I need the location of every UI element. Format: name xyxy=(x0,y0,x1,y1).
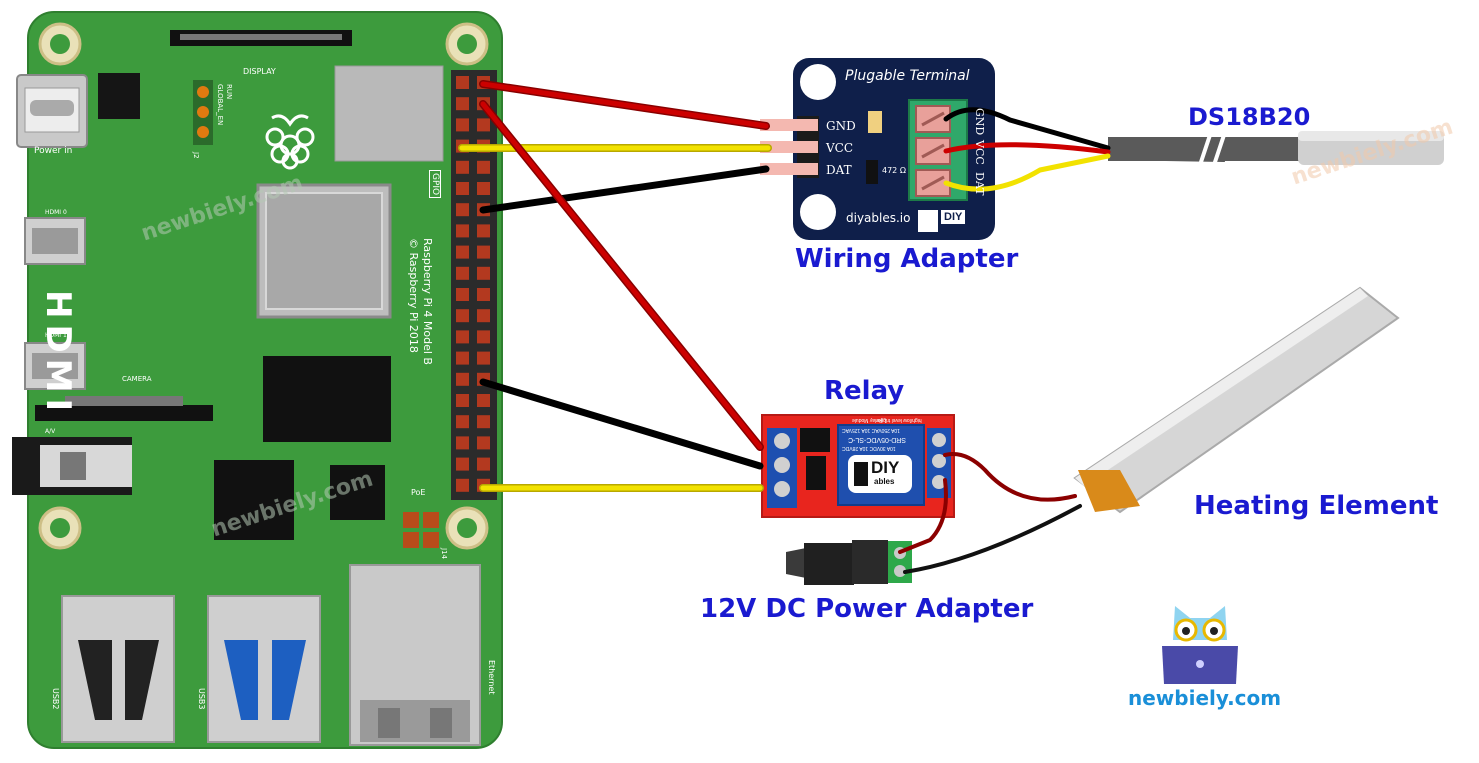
hdmi1-label: HDMI 1 xyxy=(45,332,67,339)
j2-label: J2 xyxy=(192,152,200,159)
terminal-pin-gnd-side: GND xyxy=(973,108,986,136)
wire-relay-power-red xyxy=(898,478,948,554)
relay-label: Relay xyxy=(824,376,905,406)
probe-wire-yellow xyxy=(943,153,1111,192)
gpio-pin xyxy=(477,118,490,132)
gpio-pin xyxy=(456,118,469,132)
terminal-brand: diyables.io xyxy=(846,211,911,225)
terminal-pin-dat-side: DAT xyxy=(973,172,986,196)
gpio-pin xyxy=(456,266,469,280)
ds18b20-label: DS18B20 xyxy=(1188,103,1311,131)
wire-relay-gnd-black xyxy=(479,378,764,470)
gpio-pin xyxy=(477,160,490,174)
hdmi-label: HDMI xyxy=(38,290,78,418)
dc-power-adapter xyxy=(786,540,912,585)
power-in-label: Power in xyxy=(34,146,73,156)
gpio-pin xyxy=(477,457,490,471)
relay-trigger-text: high/low level trigger xyxy=(876,417,922,423)
gpio-pin xyxy=(477,224,490,238)
relay-model: SRD-05VDC-SL-C xyxy=(848,436,906,443)
terminal-pin-gnd: GND xyxy=(826,119,856,133)
gpio-pin xyxy=(456,76,469,89)
gpio-pin xyxy=(456,160,469,174)
wiring-adapter-label: Wiring Adapter xyxy=(795,244,1019,274)
heating-element-label: Heating Element xyxy=(1194,491,1439,521)
relay-logo: DIY xyxy=(871,458,900,477)
relay-logo-sub: ables xyxy=(874,477,895,486)
terminal-pin-dat: DAT xyxy=(826,163,852,177)
gpio-pin xyxy=(477,351,490,365)
gpio-pin xyxy=(456,245,469,259)
gpio-pin xyxy=(456,97,469,111)
global-en-label: GLOBAL_EN xyxy=(216,84,224,126)
gpio-pin xyxy=(456,372,469,386)
wiring-adapter-board xyxy=(760,58,995,240)
gpio-pin xyxy=(456,394,469,407)
av-label: A/V xyxy=(45,428,56,435)
usb3-port xyxy=(207,595,321,743)
terminal-pin-vcc: VCC xyxy=(826,141,854,155)
relay-module xyxy=(761,414,955,518)
mounting-holes xyxy=(38,22,489,550)
relay-rating-2: 10A 30VDC 10A 28VDC xyxy=(842,445,896,451)
gpio-pin xyxy=(477,266,490,280)
wire-gnd-black xyxy=(479,165,770,214)
camera-label: CAMERA xyxy=(122,375,152,383)
raspberry-pi-board xyxy=(12,11,503,749)
wire-power-heater-black xyxy=(903,504,1082,574)
hdmi0-label: HDMI 0 xyxy=(45,209,67,216)
gpio-pin xyxy=(477,330,490,344)
probe-wire-black xyxy=(943,107,1111,151)
model-line2: © Raspberry Pi 2018 xyxy=(407,238,420,353)
ds18b20-probe xyxy=(1108,131,1444,166)
terminal-resistor: 472 Ω xyxy=(882,166,906,175)
gpio-pin xyxy=(456,457,469,471)
gpio-pin xyxy=(477,245,490,259)
gpio-pin xyxy=(477,436,490,450)
gpio-label: GPIO xyxy=(429,170,441,199)
wires xyxy=(458,80,1111,574)
gpio-pin xyxy=(456,182,469,195)
raspberry-logo-icon xyxy=(265,114,315,170)
terminal-pin-vcc-side: VCC xyxy=(973,140,986,165)
usb2-port xyxy=(61,595,175,743)
gpio-pin xyxy=(456,224,469,238)
gpio-pin xyxy=(456,288,469,301)
display-label: DISPLAY xyxy=(243,67,276,76)
terminal-title: Plugable Terminal xyxy=(845,68,970,84)
gpio-pin xyxy=(456,309,469,323)
usb3-label: USB3 xyxy=(197,688,206,710)
poe-label: PoE xyxy=(411,488,426,497)
model-line1: Raspberry Pi 4 Model B xyxy=(421,238,434,365)
gpio-pin xyxy=(456,330,469,344)
ethernet-label: Ethernet xyxy=(487,660,496,695)
heating-element xyxy=(1073,286,1400,514)
j14-label: J14 xyxy=(440,548,448,559)
gpio-pin xyxy=(456,351,469,365)
newbiely-owl-logo xyxy=(1162,606,1238,684)
brand-caption: newbiely.com xyxy=(1128,686,1282,710)
gpio-pin xyxy=(456,436,469,450)
terminal-logo: DIY xyxy=(941,210,966,224)
probe-wire-red xyxy=(943,142,1111,155)
ethernet-port xyxy=(349,564,481,746)
power-adapter-label: 12V DC Power Adapter xyxy=(700,594,1034,624)
gpio-pin xyxy=(456,478,469,492)
run-label: RUN xyxy=(225,84,233,100)
gpio-pin xyxy=(477,309,490,323)
gpio-pin xyxy=(477,394,490,407)
wire-relay-heater-red xyxy=(943,452,1077,502)
gpio-pin xyxy=(477,415,490,429)
gpio-pin xyxy=(456,203,469,217)
gpio-pin xyxy=(477,182,490,195)
gpio-pin xyxy=(456,415,469,429)
usb2-label: USB2 xyxy=(51,688,60,710)
relay-rating-1: 10A 250VAC 10A 125VAC xyxy=(842,427,900,433)
gpio-pin xyxy=(477,288,490,301)
